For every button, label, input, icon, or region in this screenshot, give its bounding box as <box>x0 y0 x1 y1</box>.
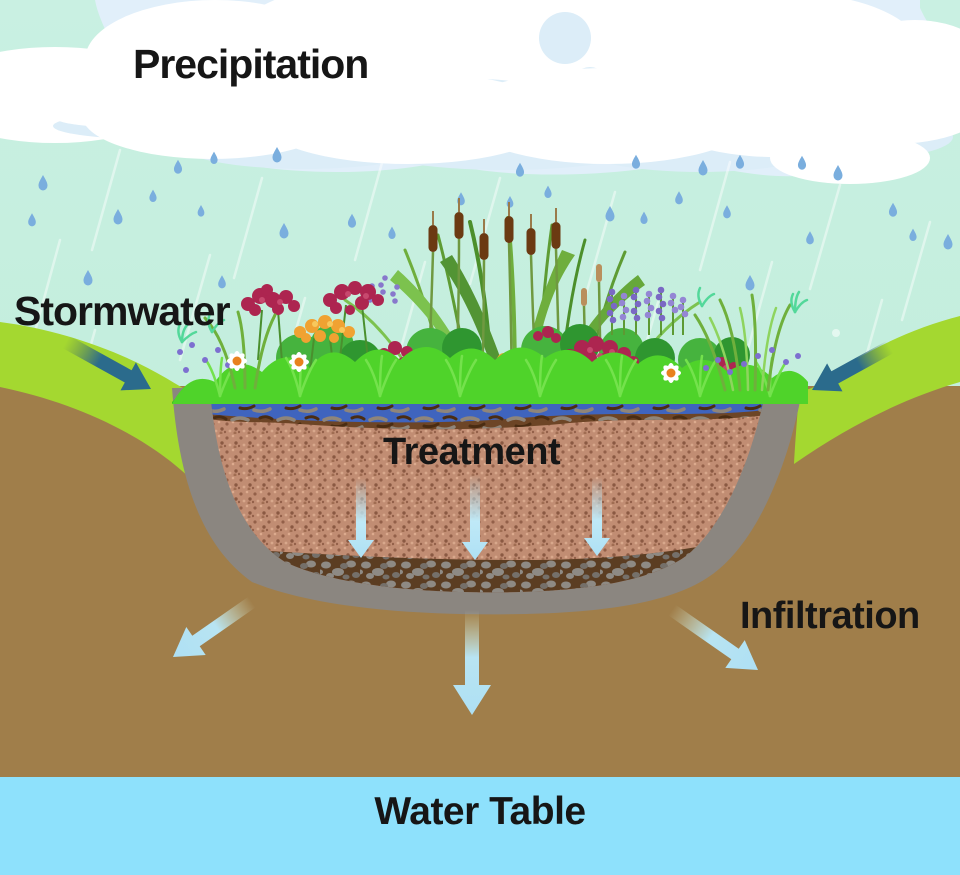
down-arrow-icon <box>348 478 374 558</box>
down-arrow-icon <box>462 474 488 560</box>
stormwater-arrow-right <box>812 340 894 392</box>
precipitation-label: Precipitation <box>133 41 369 87</box>
grass-slope-left <box>0 322 198 486</box>
down-arrow-icon <box>584 477 610 556</box>
rain-garden-basin <box>172 386 803 615</box>
stormwater-label: Stormwater <box>14 288 231 334</box>
infiltration-arrow-center <box>453 610 491 715</box>
violet-dot-flowers <box>177 342 801 375</box>
infiltration-arrow-right <box>668 604 758 670</box>
rain-drops <box>28 147 953 337</box>
foreground-grass <box>172 346 808 404</box>
infiltration-arrows <box>173 596 758 715</box>
water-table-label: Water Table <box>374 790 586 833</box>
infiltration-arrow-left <box>173 596 256 657</box>
infiltration-label: Infiltration <box>740 595 920 637</box>
plants <box>172 198 809 404</box>
grass-slope-right <box>794 316 960 464</box>
treatment-arrows <box>348 474 610 560</box>
mist-dot <box>832 329 840 337</box>
treatment-label: Treatment <box>383 431 561 473</box>
clouds <box>0 0 960 184</box>
water-table-zone <box>0 777 960 875</box>
rim-grass-tufts <box>177 286 809 392</box>
stormwater-arrow-left <box>62 335 151 391</box>
